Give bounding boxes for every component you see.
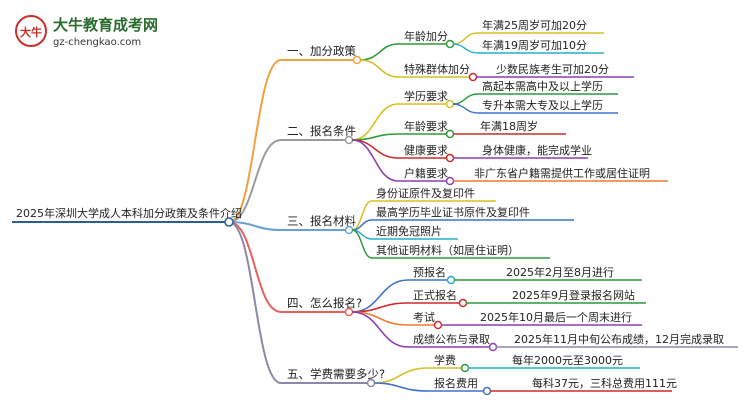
b2-c3-label: 健康要求 xyxy=(404,143,448,157)
b2-c2-dot[interactable] xyxy=(445,129,455,139)
b2-c1-g1-connector xyxy=(452,93,479,105)
branch-application-conditions: 二、报名条件 学历要求 高起本需高中及以上学历 专升本需大专及以上学历 年龄要求… xyxy=(281,79,668,186)
b1-c1-g2-connector xyxy=(452,43,479,54)
b2-c2-label: 年龄要求 xyxy=(404,119,448,133)
b4-c1-dot[interactable] xyxy=(446,275,456,285)
b4-c4-connector xyxy=(351,311,409,348)
b5-c1-g1-label: 每年2000元至3000元 xyxy=(512,353,623,367)
branch5-dot[interactable] xyxy=(366,378,376,388)
logo: 大牛 大牛教育成考网 gz-chengkao.com xyxy=(15,15,158,48)
logo-url: gz-chengkao.com xyxy=(53,37,141,48)
branch-application-materials: 三、报名材料 身份证原件及复印件 最高学历毕业证书原件及复印件 近期免冠照片 其… xyxy=(281,186,574,259)
b1-c1-label: 年龄加分 xyxy=(404,29,448,43)
b2-c2-connector xyxy=(351,133,399,141)
root-label: 2025年深圳大学成人本科加分政策及条件介绍 xyxy=(16,206,242,220)
root-collapse-dot[interactable] xyxy=(224,217,234,227)
b4-c2-dot[interactable] xyxy=(458,298,468,308)
logo-mark-text: 大牛 xyxy=(20,25,42,39)
branch-tuition: 五、学费需要多少? 学费 每年2000元至3000元 报名费用 每科37元，三科… xyxy=(281,353,677,396)
connector-root-b5 xyxy=(228,221,282,384)
b5-c2-label: 报名费用 xyxy=(434,376,478,390)
branch3-dot[interactable] xyxy=(344,225,354,235)
b5-c2-g1-label: 每科37元，三科总费用111元 xyxy=(532,376,677,390)
branch5-label: 五、学费需要多少? xyxy=(287,367,385,381)
b5-c1-label: 学费 xyxy=(434,353,456,367)
b2-c4-connector xyxy=(351,139,399,182)
logo-mark-ring xyxy=(15,15,47,47)
branch-how-to-apply: 四、怎么报名? 预报名 2025年2月至8月进行 正式报名 2025年9月登录报… xyxy=(281,265,738,352)
b3-c4-connector xyxy=(351,229,373,259)
b1-c1-connector xyxy=(359,43,399,61)
branch-bonus-policy: 一、加分政策 年龄加分 年满25周岁可加20分 年满19周岁可加10分 特殊群体… xyxy=(281,18,634,82)
b1-c1-dot[interactable] xyxy=(445,39,455,49)
branch2-label: 二、报名条件 xyxy=(287,124,356,138)
b2-c4-g1-label: 非广东省户籍需提供工作或居住证明 xyxy=(474,166,650,180)
connector-root-b1 xyxy=(228,59,282,223)
b2-c3-g1-label: 身体健康，能完成学业 xyxy=(482,143,592,157)
connector-root-b3 xyxy=(228,221,282,231)
b1-c2-label: 特殊群体加分 xyxy=(404,62,470,76)
b4-c4-g1-label: 2025年11月中旬公布成绩，12月完成录取 xyxy=(514,332,724,346)
branch3-label: 三、报名材料 xyxy=(287,214,356,228)
branch4-label: 四、怎么报名? xyxy=(287,296,362,310)
b1-c2-connector xyxy=(359,59,399,78)
b2-c4-dot[interactable] xyxy=(445,176,455,186)
b2-c3-dot[interactable] xyxy=(445,153,455,163)
b1-c1-g1-connector xyxy=(452,32,479,45)
b5-c2-dot[interactable] xyxy=(482,386,492,396)
logo-title: 大牛教育成考网 xyxy=(53,16,158,34)
b1-c1-g1-label: 年满25周岁可加20分 xyxy=(482,18,587,32)
b4-c1-label: 预报名 xyxy=(413,265,446,279)
branch4-dot[interactable] xyxy=(344,307,354,317)
connector-root-b2 xyxy=(228,139,282,223)
b4-c3-g1-label: 2025年10月最后一个周末进行 xyxy=(480,310,632,324)
connector-root-b4 xyxy=(228,221,282,313)
b3-c4-label: 其他证明材料（如居住证明） xyxy=(376,243,519,257)
b5-c2-connector xyxy=(373,382,429,392)
b2-c3-connector xyxy=(351,139,399,159)
b1-c2-g1-label: 少数民族考生可加20分 xyxy=(496,62,609,76)
b4-c2-label: 正式报名 xyxy=(413,288,457,302)
b2-c1-g2-label: 专升本需大专及以上学历 xyxy=(482,98,603,112)
branch1-dot[interactable] xyxy=(352,55,362,65)
root-connectors xyxy=(228,59,282,384)
b4-c3-dot[interactable] xyxy=(433,320,443,330)
b4-c4-label: 成绩公布与录取 xyxy=(413,333,490,346)
root-node: 2025年深圳大学成人本科加分政策及条件介绍 xyxy=(12,206,242,227)
b3-c2-label: 最高学历毕业证书原件及复印件 xyxy=(376,205,530,219)
b4-c2-g1-label: 2025年9月登录报名网站 xyxy=(512,288,635,302)
b2-c1-label: 学历要求 xyxy=(404,89,448,103)
b2-c4-label: 户籍要求 xyxy=(404,166,448,180)
b1-c2-dot[interactable] xyxy=(468,72,478,82)
b2-c1-g2-connector xyxy=(452,103,479,114)
branch2-dot[interactable] xyxy=(344,135,354,145)
b3-c1-label: 身份证原件及复印件 xyxy=(376,186,475,200)
b2-c1-dot[interactable] xyxy=(445,99,455,109)
branch1-label: 一、加分政策 xyxy=(287,44,356,58)
b2-c2-g1-label: 年满18周岁 xyxy=(480,119,538,133)
b4-c1-g1-label: 2025年2月至8月进行 xyxy=(506,265,614,279)
b4-c4-dot[interactable] xyxy=(488,342,498,352)
b3-c3-label: 近期免冠照片 xyxy=(376,224,442,238)
b4-c3-label: 考试 xyxy=(413,311,435,324)
b5-c1-dot[interactable] xyxy=(460,363,470,373)
b1-c1-g2-label: 年满19周岁可加10分 xyxy=(482,38,587,52)
b2-c1-g1-label: 高起本需高中及以上学历 xyxy=(482,79,603,93)
